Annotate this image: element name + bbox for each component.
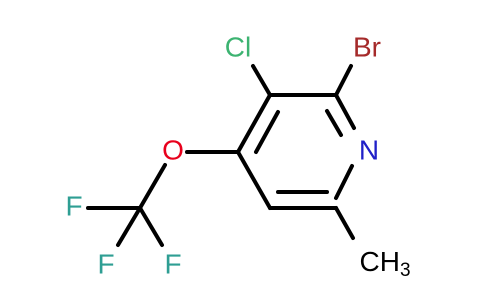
fluorine-label-bottom-right: F <box>164 248 181 279</box>
bond-c2-br <box>334 64 353 97</box>
oxygen-label: O <box>162 134 184 165</box>
bond-c4-c3 <box>236 93 272 154</box>
bond-n-c6 <box>334 164 354 200</box>
nitrogen-label: N <box>359 134 379 165</box>
bond-c2-n <box>334 93 356 130</box>
methyl-label: CH3 <box>359 246 410 281</box>
methyl-subscript: 3 <box>400 260 411 281</box>
fluorine-label-left: F <box>65 190 82 221</box>
fluorine-label-bottom-left: F <box>97 248 114 279</box>
methyl-ch-label: CH <box>359 246 399 277</box>
bond-c6-methyl <box>334 206 355 240</box>
bond-c3-c4-inner <box>254 110 280 154</box>
bond-c-f-down-left <box>116 206 142 247</box>
bond-o-cf3 <box>138 163 167 210</box>
bond-c-f-down-right <box>138 206 164 247</box>
bond-c5-c4 <box>236 150 272 210</box>
bond-c3-cl <box>251 64 272 97</box>
bond-c2-n-inner <box>325 109 343 137</box>
chlorine-label: Cl <box>225 31 251 62</box>
bromine-label: Br <box>353 31 381 62</box>
